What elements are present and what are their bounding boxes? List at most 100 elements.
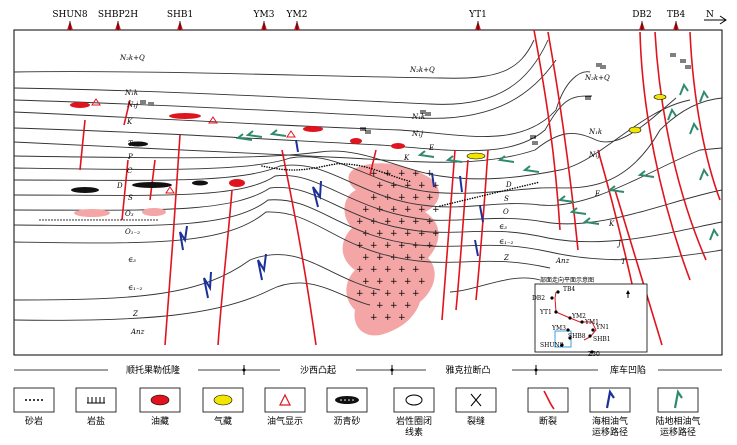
granite-plus: +: [370, 193, 378, 203]
sand-dot: [351, 163, 353, 166]
sand-dot: [147, 219, 149, 221]
sand-dot: [111, 219, 113, 221]
region-bar: 顺托果勒低隆 沙西凸起 雅克拉断凸 库车凹陷 顺托果勒低隆 沙西凸起 雅克拉断凸…: [14, 364, 722, 376]
sand-dot: [499, 190, 501, 193]
salt-mark: [148, 102, 154, 106]
granite-plus: +: [412, 289, 420, 299]
sand-dot: [48, 219, 50, 221]
sand-dot: [391, 174, 393, 177]
inset-well-dot: [580, 320, 584, 324]
granite-plus: +: [356, 289, 364, 299]
inset-north-icon: [626, 290, 630, 298]
granite-plus: +: [412, 217, 420, 227]
granite-plus: +: [398, 289, 406, 299]
sand-dot: [491, 192, 494, 195]
sand-dot: [271, 167, 273, 169]
oil-gas-shows: [91, 98, 296, 194]
oil-reservoir-icon: [139, 387, 181, 413]
stratum-n1k-right: N₁k: [588, 128, 602, 136]
granite-plus: +: [356, 265, 364, 275]
stratum-t-right: T: [621, 258, 627, 266]
sand-dot: [326, 164, 328, 167]
continental-migration-arrow: [235, 133, 253, 141]
granite-plus: +: [412, 169, 420, 179]
sand-dot: [496, 191, 499, 193]
sand-dot: [281, 168, 283, 171]
sand-dot: [358, 164, 361, 167]
stratum-e-mid: E: [428, 144, 434, 152]
sand-dot: [479, 195, 481, 198]
horizon-line: [449, 277, 541, 293]
horizon-line: [13, 39, 535, 79]
sand-dot: [398, 177, 401, 180]
sand-dot: [341, 162, 343, 165]
salt-mark: [425, 112, 431, 116]
region-kuche-label: 库车凹陷: [610, 364, 646, 376]
granite-plus: +: [404, 181, 412, 191]
salt-icon: [75, 387, 117, 413]
sand-dot: [63, 219, 65, 221]
granite-plus: +: [432, 205, 440, 215]
stratum-p-left: P: [127, 153, 133, 161]
horizon-line: [13, 97, 677, 163]
oil-reservoir: [303, 126, 323, 132]
well-label-shun8: SHUN8: [52, 10, 87, 20]
sand-dot: [484, 194, 486, 196]
sandstone-dots: [39, 162, 539, 221]
horizon-line: [13, 199, 723, 261]
sand-dot: [278, 168, 281, 170]
continental-migration-arrow: [445, 155, 463, 163]
sand-dot: [268, 166, 271, 169]
bitumen-sands: [71, 141, 208, 193]
continental-migration-arrow: [245, 130, 263, 138]
pink-lens: [74, 209, 110, 217]
sand-dot: [141, 219, 143, 221]
north-arrow-icon: [704, 15, 727, 25]
sand-dot: [534, 182, 536, 184]
sand-dot: [276, 167, 278, 170]
stratum-k-mid: K: [403, 154, 410, 162]
legend-label: 断裂: [539, 415, 557, 427]
sand-dot: [361, 165, 363, 167]
oil-reservoirs: [70, 102, 405, 187]
continental-migration-arrow: [557, 195, 575, 203]
sand-dot: [51, 219, 53, 221]
sand-dot: [45, 219, 47, 221]
gas-reservoir: [466, 152, 486, 160]
stratum-o12-left: O₁₋₂: [125, 228, 140, 236]
sand-dot: [123, 219, 125, 221]
inset-title: 部面走向平面示意图: [540, 276, 594, 284]
well-marker-icon: [475, 21, 481, 30]
continental-migration-arrow: [417, 150, 435, 158]
continental-migration-arrow: [667, 107, 677, 121]
inset-well-dot: [554, 310, 558, 314]
legend-label: 气藏: [214, 415, 232, 427]
inset-well-label: DB2: [532, 295, 545, 302]
sand-dot: [509, 188, 511, 190]
sand-dot: [286, 168, 288, 171]
sand-dot: [383, 172, 386, 174]
sand-dot: [261, 165, 263, 167]
stratum-c-left: C: [127, 167, 133, 175]
horizon-line: [13, 211, 551, 269]
sand-dot: [288, 169, 291, 171]
stratum-k-left: K: [126, 118, 133, 126]
stratum-s-left: S: [128, 194, 133, 202]
sand-dot: [511, 187, 514, 190]
stratum-z-mid: Z: [503, 254, 509, 262]
stratum-j-right: J: [616, 240, 622, 248]
granite-plus: +: [384, 313, 392, 323]
sand-dot: [489, 193, 491, 195]
north-label: N: [706, 10, 714, 20]
legend-label: 油气显示: [267, 415, 303, 427]
sand-dot: [57, 219, 59, 221]
fracture-icon: [455, 387, 497, 413]
sand-dot: [316, 166, 318, 169]
continental-migration-arrow: [709, 227, 719, 241]
well-label-yt1: YT1: [468, 10, 487, 20]
continental-migration-arrow: [582, 217, 600, 225]
salt-mark: [680, 59, 686, 63]
inset-well-label: Z30: [588, 351, 600, 358]
gas-reservoir: [653, 94, 667, 100]
